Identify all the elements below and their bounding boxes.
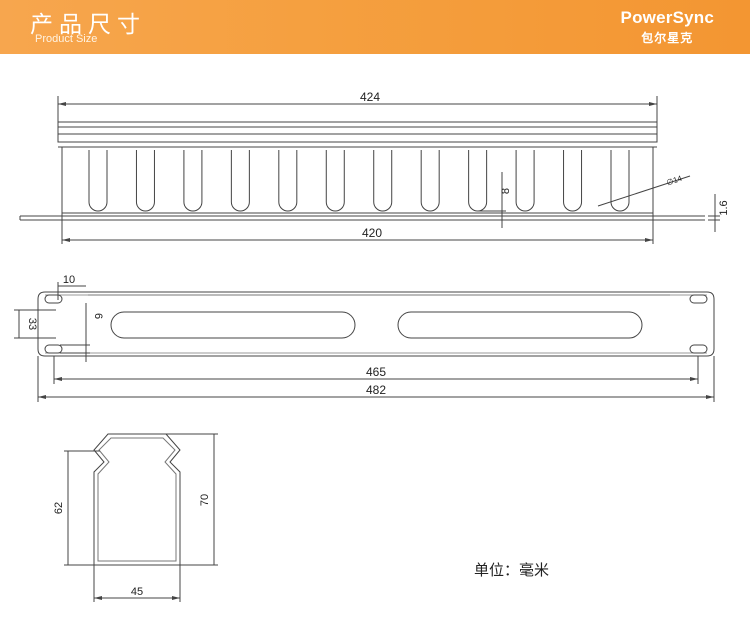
brand-name-cn: 包尔星克 bbox=[641, 31, 694, 45]
dim-slot-depth: 8 bbox=[500, 188, 512, 194]
front-view bbox=[14, 282, 715, 402]
header-banner: 产品尺寸 Product Size PowerSync 包尔星克 bbox=[0, 0, 750, 54]
dim-hole-offset: 10 bbox=[63, 274, 75, 286]
dim-hole-size: 6 bbox=[92, 313, 104, 319]
page-title: 产品尺寸 bbox=[30, 12, 146, 38]
dim-section-height-outer: 70 bbox=[199, 494, 211, 506]
unit-label: 单位：毫米 bbox=[474, 561, 550, 579]
dim-section-width: 45 bbox=[131, 586, 143, 598]
top-view bbox=[19, 96, 720, 244]
cable-slot bbox=[135, 150, 155, 212]
cable-slot bbox=[88, 150, 108, 212]
cable-slot bbox=[420, 150, 440, 212]
cable-slot bbox=[278, 150, 298, 212]
section-view bbox=[64, 433, 218, 602]
dim-overall-width-front: 482 bbox=[366, 383, 386, 397]
page-subtitle: Product Size bbox=[35, 33, 98, 45]
dim-section-height-inner: 62 bbox=[53, 502, 65, 514]
dim-inner-width-top: 420 bbox=[362, 226, 382, 240]
cable-slot bbox=[325, 150, 345, 212]
brand-logo: PowerSync 包尔星克 bbox=[621, 8, 714, 46]
cable-slot bbox=[610, 150, 630, 212]
cable-slot bbox=[468, 150, 488, 212]
brand-name: PowerSync bbox=[620, 8, 714, 27]
slot-group bbox=[88, 150, 630, 212]
cable-slot bbox=[563, 150, 583, 212]
dim-hole-spacing: 465 bbox=[366, 365, 386, 379]
cable-slot bbox=[515, 150, 535, 212]
dim-overall-width-top: 424 bbox=[360, 90, 380, 104]
dim-plate-thickness: 1.6 bbox=[718, 200, 730, 215]
dim-panel-height: 33 bbox=[26, 318, 38, 330]
cable-slot bbox=[373, 150, 393, 212]
cable-slot bbox=[183, 150, 203, 212]
cable-slot bbox=[230, 150, 250, 212]
dim-slot-diameter: ∅14 bbox=[665, 174, 683, 188]
